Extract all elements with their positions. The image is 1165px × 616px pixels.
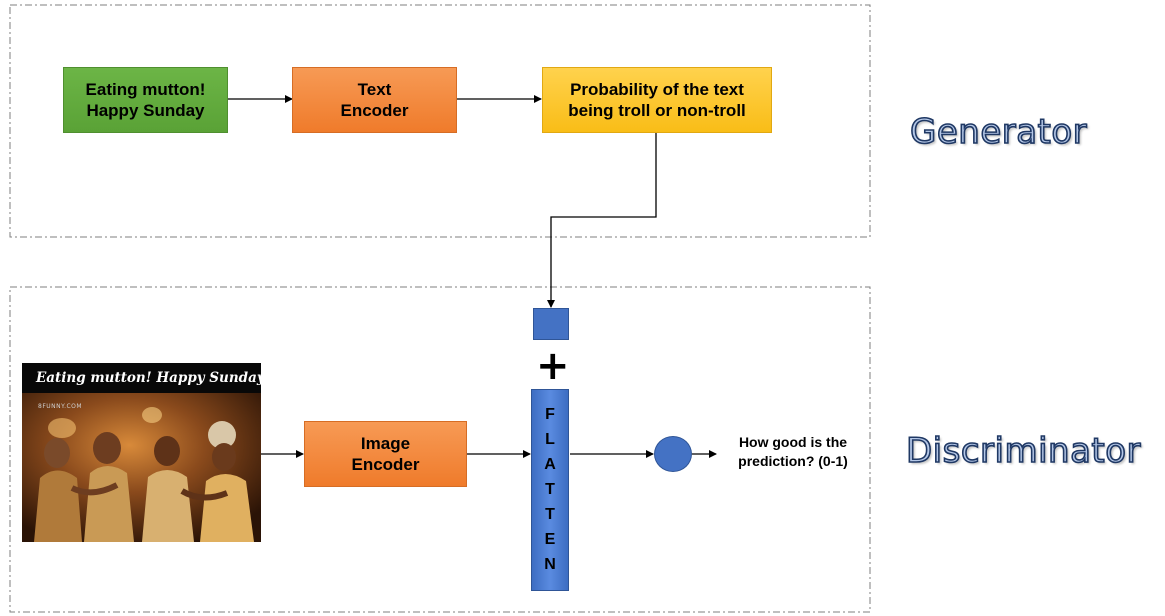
text-encoder-box: Text Encoder [292,67,457,133]
output-line2: prediction? (0-1) [738,452,848,469]
discriminator-section-border [9,286,871,613]
generator-section-border [9,4,871,238]
meme-caption-bar: Eating mutton! Happy Sunday! [22,363,261,393]
flatten-letter: L [545,431,555,448]
input-text-line2: Happy Sunday [86,101,205,120]
flatten-layer: F L A T T E N [531,389,569,591]
probability-line2: being troll or non-troll [568,101,746,120]
discriminator-label: Discriminator [905,430,1142,472]
text-encoder-line1: Text [357,79,392,99]
flatten-letter: E [544,531,556,548]
input-text-line1: Eating mutton! [85,79,206,99]
image-encoder-box: Image Encoder [304,421,467,487]
probability-square [533,308,569,340]
probability-box: Probability of the text being troll or n… [542,67,772,133]
flatten-letter: F [545,406,555,423]
text-encoder-line2: Encoder [340,101,409,120]
flatten-letter: A [544,456,556,473]
arrow-probability-to-square [547,133,657,308]
flatten-letter: T [545,481,555,498]
flatten-letter: T [545,506,555,523]
output-node-circle [654,436,692,472]
meme-scene-illustration [22,393,261,542]
output-label: How good is the prediction? (0-1) [718,433,868,471]
output-line1: How good is the [738,434,848,450]
flatten-letter: N [544,556,556,573]
meme-watermark: 8FUNNY.COM [38,403,83,410]
image-encoder-line2: Encoder [351,455,420,474]
plus-symbol: + [536,343,570,389]
input-text-box: Eating mutton! Happy Sunday [63,67,228,133]
generator-label: Generator [909,111,1088,153]
image-encoder-line1: Image [360,433,411,453]
meme-image: Eating mutton! Happy Sunday! [22,363,261,542]
meme-caption: Eating mutton! Happy Sunday! [36,370,261,386]
probability-line1: Probability of the text [570,79,744,99]
